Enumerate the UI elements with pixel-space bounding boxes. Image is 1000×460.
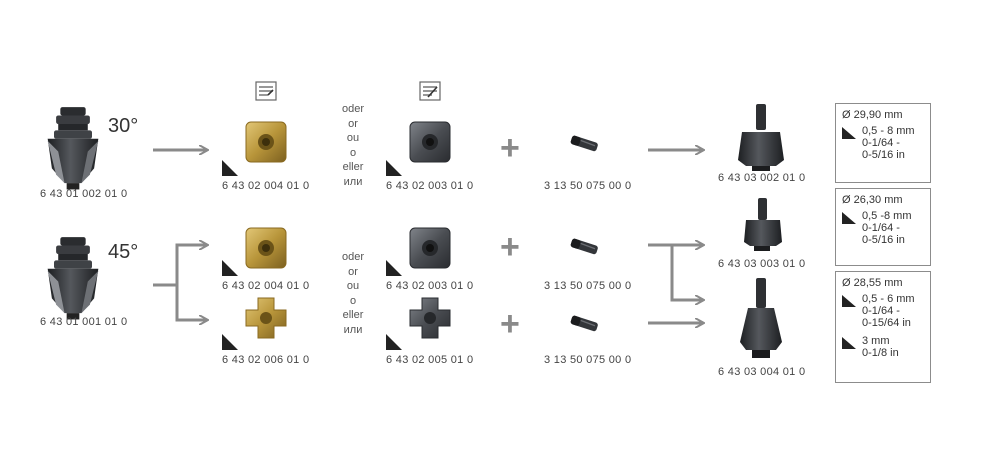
holder-code-3: 6 43 03 004 01 0 [718, 366, 806, 378]
corner-triangle-icon [222, 260, 238, 276]
alt-word: oder [341, 103, 365, 115]
corner-triangle-icon [386, 334, 402, 350]
screw-image-3 [569, 315, 600, 333]
dark-insert-code-1: 6 43 02 003 01 0 [386, 180, 474, 192]
spec-line: 0-5/16 in [862, 234, 905, 246]
corner-triangle-icon [386, 160, 402, 176]
corner-triangle-icon [842, 127, 856, 139]
spec-box-3: Ø 28,55 mm 0,5 - 6 mm 0-1/64 - 0-15/64 i… [835, 271, 931, 383]
tool-code-45: 6 43 01 001 01 0 [40, 316, 128, 328]
spec-diameter: Ø 26,30 mm [842, 194, 903, 206]
alt-word: oder [341, 251, 365, 263]
dark-insert-image-1 [409, 121, 451, 163]
gold-insert-code-1: 6 43 02 004 01 0 [222, 180, 310, 192]
gold-insert-cross-image [245, 297, 287, 339]
gold-insert-image-2 [245, 227, 287, 269]
spec-line: 0,5 - 8 mm [862, 125, 915, 137]
gold-insert-code-2: 6 43 02 004 01 0 [222, 280, 310, 292]
alt-word: eller [342, 161, 364, 173]
alt-word: ou [346, 132, 360, 144]
dark-insert-code-3: 6 43 02 005 01 0 [386, 354, 474, 366]
material-icon-gold [255, 81, 277, 101]
countersink-tool-45-image [47, 237, 99, 320]
alt-word: eller [342, 309, 364, 321]
screw-image-2 [569, 238, 600, 256]
spec-box-1: Ø 29,90 mm 0,5 - 8 mm 0-1/64 - 0-5/16 in [835, 103, 931, 183]
holder-image-1 [738, 104, 784, 171]
material-icon-dark [419, 81, 441, 101]
screw-code-2: 3 13 50 075 00 0 [544, 280, 632, 292]
alt-word: или [343, 323, 363, 336]
spec-range: 3 mm 0-1/8 in [842, 335, 924, 359]
alt-word: or [348, 265, 358, 278]
spec-line: 0-5/16 in [862, 149, 905, 161]
spec-line: 0-1/64 - [862, 222, 900, 234]
spec-line: 0-15/64 in [862, 317, 911, 329]
alternative-list-1: oder or ou o eller или [333, 102, 373, 189]
arrow-branch-tool-45 [153, 245, 207, 287]
tool-angle-45: 45° [108, 241, 139, 263]
spec-line: 0,5 - 6 mm [862, 293, 915, 305]
holder-code-2: 6 43 03 003 01 0 [718, 258, 806, 270]
tool-angle-30: 30° [108, 115, 139, 137]
alt-word: ou [346, 280, 360, 292]
holder-image-3 [740, 278, 782, 358]
arrow-merge-down [670, 245, 703, 300]
corner-triangle-icon [222, 334, 238, 350]
spec-box-2: Ø 26,30 mm 0,5 -8 mm 0-1/64 - 0-5/16 in [835, 188, 931, 266]
spec-diameter: Ø 29,90 mm [842, 109, 903, 121]
gold-insert-image-1 [245, 121, 287, 163]
plus-icon: + [500, 129, 520, 167]
spec-line: 0-1/8 in [862, 347, 899, 359]
spec-line: 0-1/64 - [862, 137, 900, 149]
plus-icon: + [500, 228, 520, 266]
spec-range: 0,5 - 6 mm 0-1/64 - 0-15/64 in [842, 293, 924, 329]
alt-word: or [348, 117, 358, 130]
corner-triangle-icon [842, 337, 856, 349]
alt-word: o [349, 146, 357, 159]
dark-insert-code-2: 6 43 02 003 01 0 [386, 280, 474, 292]
tool-code-30: 6 43 01 002 01 0 [40, 188, 128, 200]
dark-insert-cross-image [409, 297, 451, 339]
alt-word: o [349, 294, 357, 307]
spec-range: 0,5 - 8 mm 0-1/64 - 0-5/16 in [842, 125, 924, 161]
spec-line: 3 mm [862, 335, 890, 347]
alt-word: или [343, 175, 363, 188]
alternative-list-2: oder or ou o eller или [333, 250, 373, 337]
dark-insert-image-2 [409, 227, 451, 269]
arrow-branch-tool-45-lower [175, 285, 207, 320]
holder-image-2 [744, 198, 782, 251]
corner-triangle-icon [386, 260, 402, 276]
screw-code-3: 3 13 50 075 00 0 [544, 354, 632, 366]
corner-triangle-icon [222, 160, 238, 176]
screw-code-1: 3 13 50 075 00 0 [544, 180, 632, 192]
countersink-tool-30-image [47, 107, 99, 190]
spec-line: 0-1/64 - [862, 305, 900, 317]
corner-triangle-icon [842, 295, 856, 307]
spec-line: 0,5 -8 mm [862, 210, 912, 222]
spec-diameter: Ø 28,55 mm [842, 277, 903, 289]
spec-range: 0,5 -8 mm 0-1/64 - 0-5/16 in [842, 210, 924, 246]
screw-image-1 [569, 135, 600, 153]
gold-insert-code-3: 6 43 02 006 01 0 [222, 354, 310, 366]
corner-triangle-icon [842, 212, 856, 224]
holder-code-1: 6 43 03 002 01 0 [718, 172, 806, 184]
plus-icon: + [500, 305, 520, 343]
